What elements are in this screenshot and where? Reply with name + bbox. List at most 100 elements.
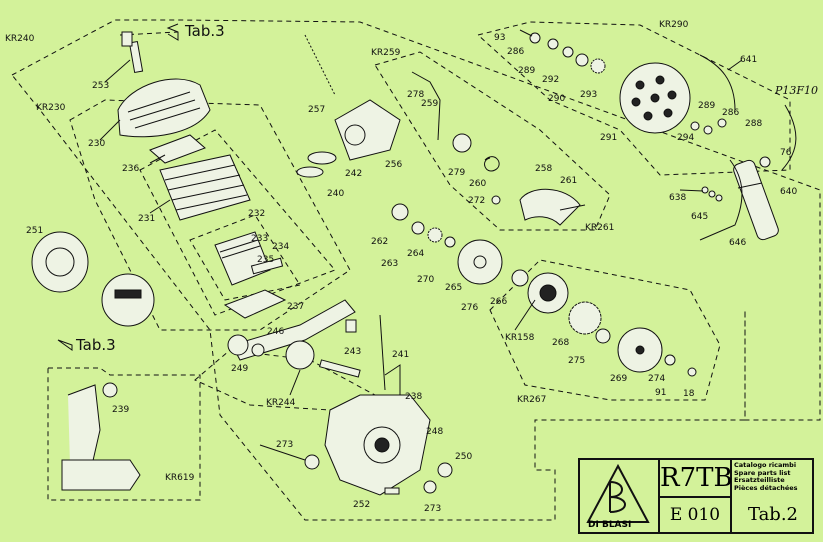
- group-outline-kr619: [47, 367, 201, 501]
- crankshaft-kr244: [231, 299, 361, 378]
- title-block: DI BLASI R7TB Catalogo ricambi Spare par…: [578, 458, 814, 534]
- nut-273b: [423, 480, 437, 494]
- part-273b: 273: [424, 504, 441, 514]
- bushing-243: [345, 319, 357, 333]
- svg-text:Tab.3: Tab.3: [75, 336, 116, 354]
- catalog-title: Catalogo ricambi Spare parts list Ersatz…: [734, 461, 814, 492]
- part-253: 253: [92, 81, 109, 91]
- stud-241: [379, 314, 386, 391]
- part-241: 241: [392, 350, 409, 360]
- part-641: 641: [740, 55, 757, 65]
- lever-278: [411, 71, 441, 141]
- part-248: 248: [426, 427, 443, 437]
- part-242: 242: [345, 169, 362, 179]
- part-640: 640: [780, 187, 797, 197]
- nut-274: [664, 354, 676, 366]
- wheel-251: [31, 231, 89, 293]
- label-kr158: KR158: [505, 333, 535, 343]
- group-outline-piston: [189, 214, 301, 301]
- part-269: 269: [610, 374, 627, 384]
- wire-76: [781, 104, 797, 171]
- part-275: 275: [568, 356, 585, 366]
- shaft-parts-286-293: [529, 32, 606, 74]
- crankcase-248: [324, 394, 431, 496]
- part-264: 264: [407, 249, 424, 259]
- leader-lines: [99, 29, 763, 461]
- washer-262: [391, 203, 409, 221]
- part-268: 268: [552, 338, 569, 348]
- part-249: 249: [231, 364, 248, 374]
- washer-263: [411, 221, 425, 235]
- part-265: 265: [445, 283, 462, 293]
- gasket-242: [307, 151, 337, 165]
- gear-264: [427, 227, 443, 243]
- catalog-line-de: Ersatzteilliste: [734, 476, 785, 484]
- part-261: 261: [560, 176, 577, 186]
- part-239: 239: [112, 405, 129, 415]
- part-91: 91: [655, 388, 666, 398]
- part-259: 259: [421, 99, 438, 109]
- gasket-239: [102, 382, 118, 398]
- washer-279: [452, 133, 472, 153]
- clutch-plate-269: [617, 327, 663, 373]
- washer-18: [687, 367, 697, 377]
- catalog-line-en: Spare parts list: [734, 468, 791, 477]
- label-kr267: KR267: [517, 395, 546, 405]
- cylinder-head-230: [117, 78, 211, 138]
- clutch-drum-kr158: [527, 272, 569, 314]
- part-250: 250: [455, 452, 472, 462]
- gear-268: [568, 301, 602, 335]
- part-288: 288: [745, 119, 762, 129]
- part-236: 236: [122, 164, 139, 174]
- part-234: 234: [272, 242, 289, 252]
- washer-246: [251, 343, 265, 357]
- part-76: 76: [780, 148, 792, 158]
- clutch-gear-265: [457, 239, 503, 285]
- group-outline-kr290: [476, 21, 791, 176]
- part-286a: 286: [507, 47, 524, 57]
- base-gasket-237: [223, 289, 287, 319]
- part-257: 257: [308, 105, 325, 115]
- label-kr230: KR230: [36, 103, 66, 113]
- svg-text:Tab.3: Tab.3: [184, 22, 225, 40]
- spring-260: [484, 156, 500, 172]
- part-294: 294: [677, 133, 694, 143]
- exhaust-muffler-kr619: [61, 384, 141, 491]
- part-645: 645: [691, 212, 708, 222]
- catalog-code: E 010: [660, 498, 732, 532]
- part-256: 256: [385, 160, 402, 170]
- part-235: 235: [257, 255, 274, 265]
- kickstart-lever-640: [733, 156, 779, 241]
- part-270: 270: [417, 275, 434, 285]
- table-number: Tab.2: [747, 504, 799, 525]
- part-263: 263: [381, 259, 398, 269]
- brand-logo-icon: [586, 463, 650, 523]
- washer-250: [437, 462, 453, 478]
- part-251: 251: [26, 226, 43, 236]
- washer-272: [491, 195, 501, 205]
- label-kr240: KR240: [5, 34, 35, 44]
- catalog-line-it: Catalogo ricambi: [734, 461, 797, 469]
- bearing-249: [227, 334, 249, 356]
- part-252: 252: [353, 500, 370, 510]
- label-kr619: KR619: [165, 473, 195, 483]
- part-286b: 286: [722, 108, 739, 118]
- part-291: 291: [600, 133, 617, 143]
- label-kr259: KR259: [371, 48, 401, 58]
- brand-name: DI BLASI: [588, 520, 632, 530]
- part-278: 278: [407, 90, 424, 100]
- part-289b: 289: [698, 101, 715, 111]
- part-276: 276: [461, 303, 478, 313]
- spark-plug-253: [121, 31, 144, 74]
- cylinder-231: [159, 154, 251, 221]
- nut-273a: [304, 454, 320, 470]
- flywheel-291: [619, 62, 691, 134]
- part-260: 260: [469, 179, 486, 189]
- part-237: 237: [287, 302, 304, 312]
- part-279: 279: [448, 168, 465, 178]
- part-293: 293: [580, 90, 597, 100]
- bearing-266: [511, 269, 529, 287]
- gasket-240: [296, 166, 324, 178]
